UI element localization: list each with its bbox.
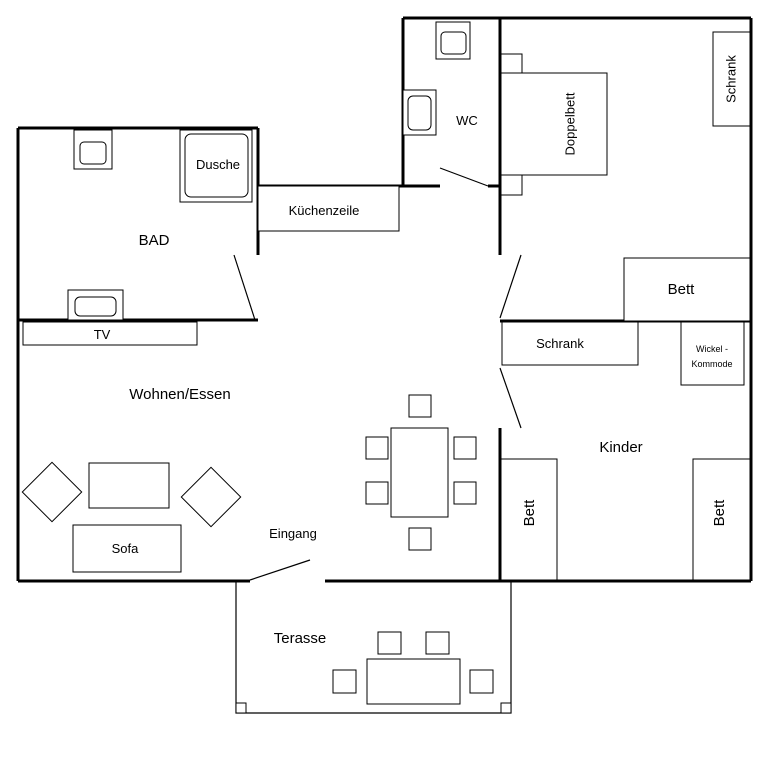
nightstand <box>500 53 523 74</box>
label-bett-kinder-left: Bett <box>521 499 538 527</box>
living-furniture <box>21 321 242 573</box>
wc-sink-basin <box>407 95 432 131</box>
label-eingang: Eingang <box>269 526 317 541</box>
terrace-chair <box>377 631 402 655</box>
wc-toilet-seat <box>440 31 467 55</box>
door-kinder <box>499 367 522 429</box>
labels: BAD Dusche Küchenzeile WC Doppelbett Sch… <box>94 55 739 647</box>
bed-kinder-right <box>692 458 751 581</box>
label-bett-bedroom: Bett <box>668 281 696 298</box>
terrace-outline <box>235 581 512 714</box>
kinder-furniture <box>500 321 751 581</box>
terrace <box>235 581 512 714</box>
terrace-post-right <box>500 702 512 714</box>
doors <box>233 167 522 581</box>
label-schrank-bedroom: Schrank <box>723 55 738 103</box>
room-label-wohnen: Wohnen/Essen <box>129 386 230 403</box>
terrace-post-left <box>235 702 247 714</box>
shower-basin <box>184 133 249 198</box>
terrace-table <box>366 658 461 705</box>
label-sofa: Sofa <box>112 541 140 556</box>
room-label-kinder: Kinder <box>599 439 642 456</box>
dining-chair <box>365 481 389 505</box>
wardrobe-kinder <box>501 321 639 366</box>
armchair <box>180 466 242 528</box>
dining-set <box>365 394 477 551</box>
label-kuechenzeile: Küchenzeile <box>289 203 360 218</box>
room-label-terasse: Terasse <box>274 630 327 647</box>
dining-chair <box>408 527 432 551</box>
bedroom-furniture <box>500 31 751 322</box>
dining-chair <box>408 394 432 418</box>
armchair <box>21 461 83 523</box>
door-bedroom <box>499 254 522 319</box>
door-entrance <box>249 559 311 581</box>
dining-chair <box>453 481 477 505</box>
door-wc <box>439 167 489 187</box>
terrace-chair <box>332 669 357 694</box>
sofa <box>72 524 182 573</box>
label-doppelbett: Doppelbett <box>562 92 577 155</box>
room-label-wc: WC <box>456 113 478 128</box>
bed-kinder-left <box>500 458 558 581</box>
dining-table <box>390 427 449 518</box>
sink-basin <box>74 296 117 317</box>
label-dusche: Dusche <box>196 157 240 172</box>
bed-bedroom <box>623 257 751 322</box>
kitchen-counter <box>257 185 400 232</box>
tv-stand <box>22 321 198 346</box>
double-bed <box>500 72 608 176</box>
dining-chair <box>365 436 389 460</box>
label-wickel-1: Wickel - <box>696 344 728 354</box>
wardrobe-bedroom <box>712 31 751 127</box>
toilet-seat <box>79 141 107 165</box>
changing-table <box>680 321 745 386</box>
room-label-bad: BAD <box>139 232 170 249</box>
label-bett-kinder-right: Bett <box>711 499 728 527</box>
door-bad <box>233 254 256 321</box>
wc-fixtures <box>402 21 471 136</box>
label-wickel-2: Kommode <box>691 359 732 369</box>
walls <box>16 16 753 583</box>
label-schrank-kinder: Schrank <box>536 336 584 351</box>
terrace-chair <box>425 631 450 655</box>
dining-chair <box>453 436 477 460</box>
terrace-chair <box>469 669 494 694</box>
coffee-table <box>88 462 170 509</box>
label-tv: TV <box>94 327 111 342</box>
nightstand <box>500 174 523 196</box>
bad-fixtures <box>67 129 253 321</box>
